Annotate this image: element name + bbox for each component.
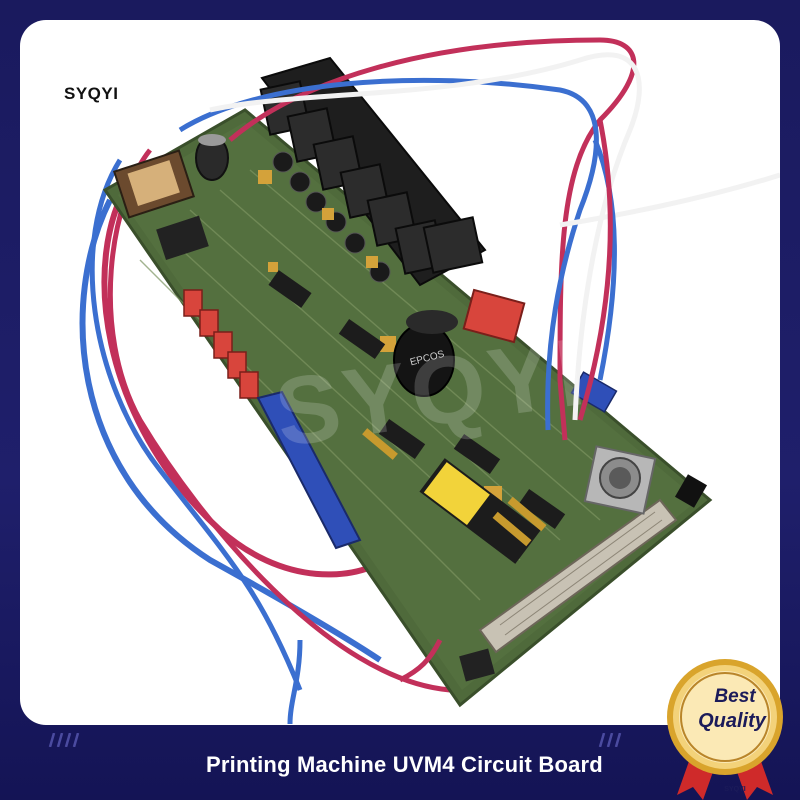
best-quality-badge-icon <box>667 659 783 800</box>
brand-logo: SYQYI <box>64 84 119 103</box>
blue-connector <box>256 390 362 550</box>
heatsink <box>259 56 487 287</box>
epcos-capacitor: EPCOS <box>393 310 458 397</box>
badge-text-quality: Quality <box>698 710 766 732</box>
decorative-slashes-right <box>598 733 622 747</box>
circuit-board-photo: EPCOS <box>79 37 780 725</box>
badge-brand: SYQYI <box>724 786 746 793</box>
product-title: Printing Machine UVM4 Circuit Board <box>206 752 603 777</box>
photo-panel: EPCOS <box>20 20 780 725</box>
decorative-slashes-left <box>48 733 80 747</box>
circular-connector <box>583 445 657 515</box>
badge-text-best: Best <box>714 686 756 707</box>
eprom-chip <box>419 458 541 564</box>
